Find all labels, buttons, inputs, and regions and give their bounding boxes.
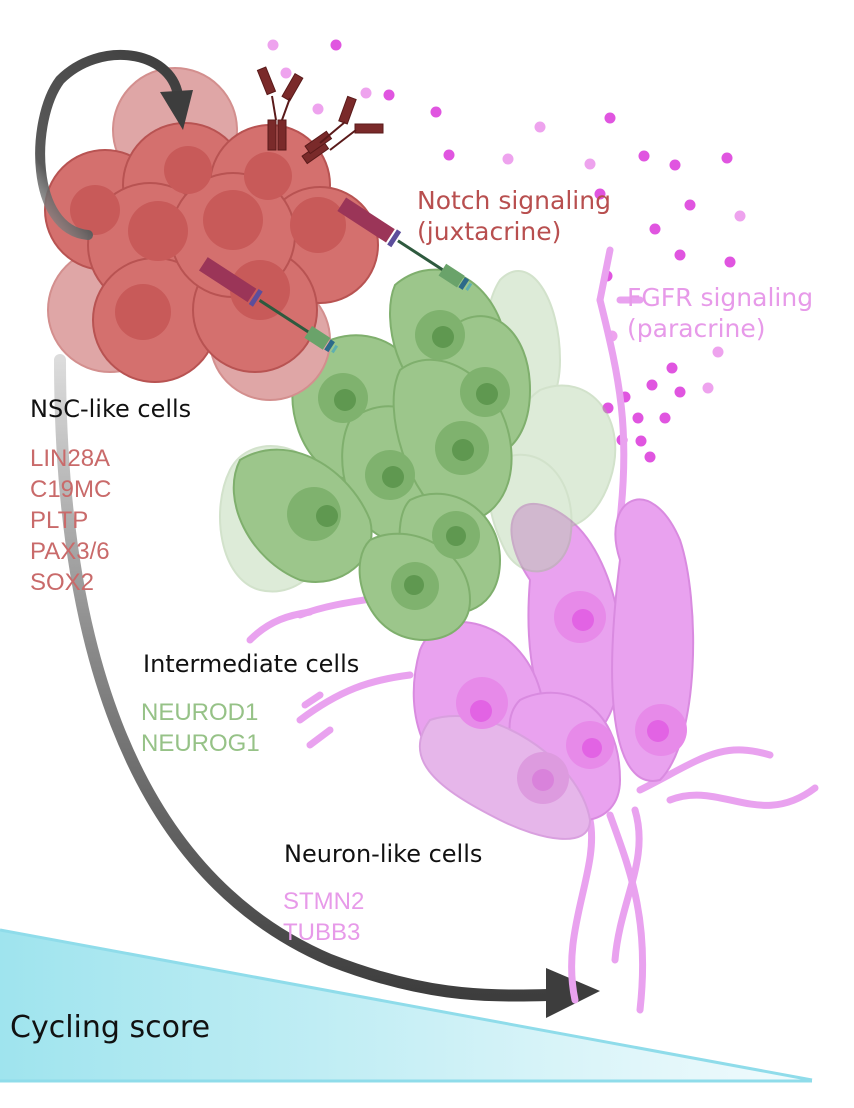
fgf-ligand-dot-icon [502, 153, 514, 165]
fgf-ligand-dot-icon [360, 87, 372, 99]
nsc-marker-list: LIN28A C19MC PLTP PAX3/6 SOX2 [30, 443, 111, 598]
fgf-ligand-dot-icon [644, 451, 656, 463]
marker-gene: C19MC [30, 476, 112, 503]
fgf-ligand-dot-icon [684, 199, 696, 211]
marker-gene: NEUROD1 [141, 699, 259, 726]
marker-gene: SOX2 [30, 569, 95, 596]
fgf-ligand-dot-icon [646, 379, 658, 391]
fgf-ligand-dot-icon [712, 346, 724, 358]
fgf-ligand-dot-icon [674, 249, 686, 261]
fgf-ligand-dot-icon [635, 435, 647, 447]
fgf-ligand-dot-icon [430, 106, 442, 118]
fgf-ligand-dot-icon [649, 223, 661, 235]
marker-gene: PLTP [30, 507, 89, 534]
fgf-ligand-dot-icon [632, 412, 644, 424]
fgf-ligand-dot-icon [280, 67, 292, 79]
fgf-ligand-dot-icon [702, 382, 714, 394]
intermediate-cells [219, 268, 617, 641]
fgfr-signaling-mode: (paracrine) [627, 314, 766, 343]
cycling-score-label: Cycling score [10, 1010, 211, 1045]
fgf-ligand-dot-icon [594, 188, 606, 200]
notch-receptor-icon [198, 197, 473, 354]
neuron-like-cells-title: Neuron-like cells [284, 840, 483, 868]
fgf-ligand-dot-icon [534, 121, 546, 133]
fgf-ligand-dot-icon [638, 150, 650, 162]
intermediate-marker-list: NEUROD1 NEUROG1 [141, 697, 260, 759]
fgfr-signaling-title: FGFR signaling [627, 283, 814, 312]
notch-signaling-mode: (juxtacrine) [417, 217, 562, 246]
fgf-ligand-dot-icon [674, 386, 686, 398]
marker-gene: LIN28A [30, 445, 111, 472]
fgf-ligand-dot-icon [604, 112, 616, 124]
notch-signaling-label: Notch signaling (juxtacrine) [417, 185, 611, 247]
fgfr-signaling-label: FGFR signaling (paracrine) [627, 282, 813, 344]
notch-signaling-title: Notch signaling [417, 186, 611, 215]
fgf-ligand-dot-icon [330, 39, 342, 51]
marker-gene: NEUROG1 [141, 730, 260, 757]
circular-arrow-icon [35, 49, 193, 240]
fgf-ligand-dot-icon [724, 256, 736, 268]
fgf-ligand-dot-icon [734, 210, 746, 222]
fgf-ligand-dot-icon [443, 149, 455, 161]
fgf-ligand-dot-icon [659, 412, 671, 424]
marker-gene: STMN2 [283, 888, 365, 915]
fgf-ligand-dot-icon [602, 402, 614, 414]
neuron-like-cells [246, 246, 819, 1014]
fgf-ligand-dot-icon [383, 89, 395, 101]
nsc-like-cells-title: NSC-like cells [30, 395, 192, 423]
neuron-marker-list: STMN2 TUBB3 [283, 886, 364, 948]
intermediate-cells-title: Intermediate cells [143, 650, 360, 678]
cycling-score-gradient [0, 928, 813, 1083]
fgf-ligand-dot-icon [267, 39, 279, 51]
marker-gene: PAX3/6 [30, 538, 110, 565]
fgfr-receptor-icon [256, 66, 384, 165]
fgf-ligand-dot-icon [721, 152, 733, 164]
fgf-ligand-dot-icon [584, 158, 596, 170]
marker-gene: TUBB3 [283, 919, 361, 946]
fgf-ligand-dot-icon [666, 362, 678, 374]
fgf-ligand-dot-icon [312, 103, 324, 115]
fgf-ligand-dot-icon [669, 159, 681, 171]
